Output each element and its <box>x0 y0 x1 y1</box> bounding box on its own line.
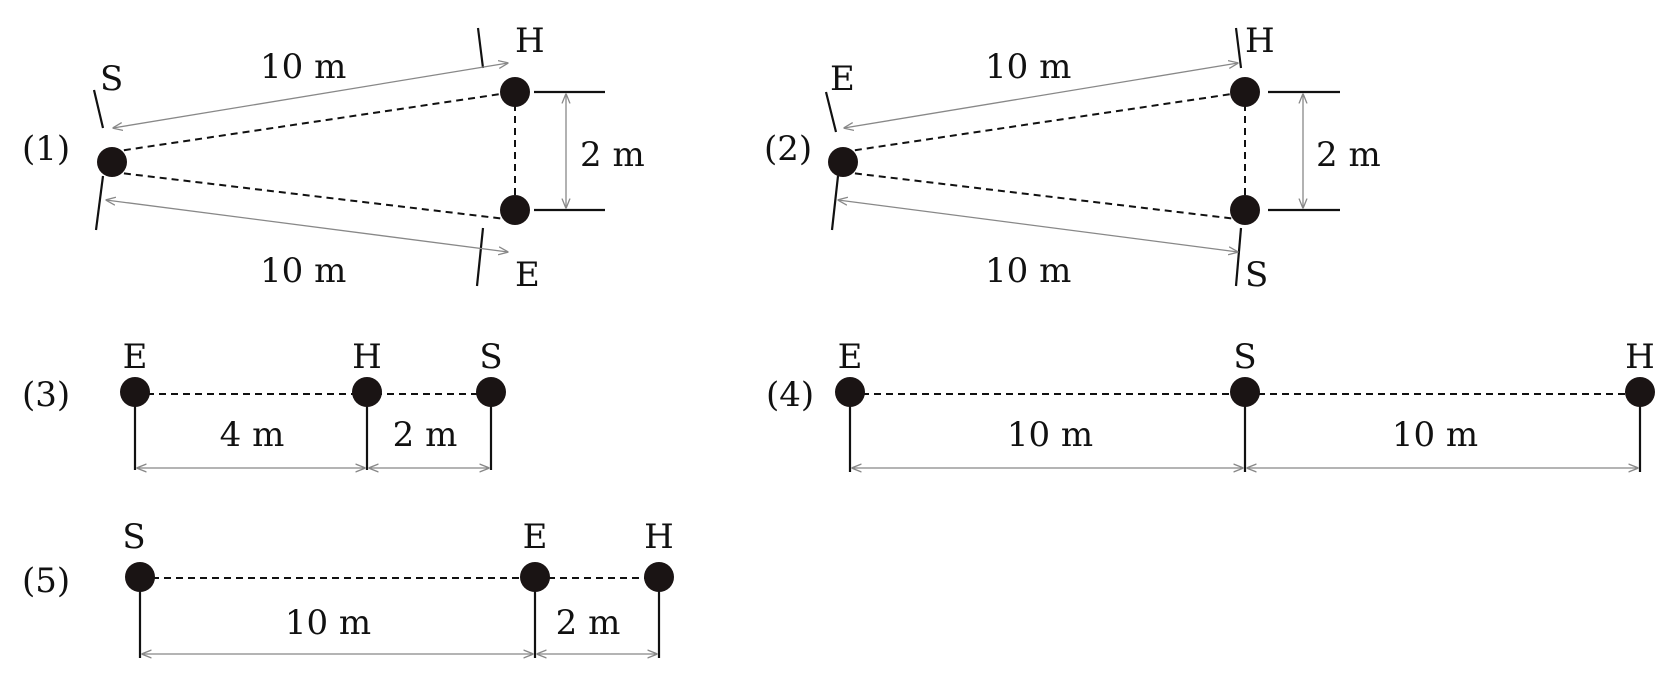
point-left <box>828 147 858 177</box>
dimension-label-2: 2 m <box>393 415 458 455</box>
dimension-label-lower: 10 m <box>985 251 1071 291</box>
figure-4: (4) E S H 10 m 10 m <box>766 337 1655 472</box>
figure-number: (1) <box>22 129 70 169</box>
point-bottom <box>1230 195 1260 225</box>
dashed-connector <box>111 171 515 221</box>
dimension-label-upper: 10 m <box>985 47 1071 87</box>
point-label-1: E <box>123 337 148 377</box>
tick-line <box>476 27 485 69</box>
dimension-label-upper: 10 m <box>260 47 346 87</box>
point-label-top: H <box>1245 21 1275 61</box>
point-3 <box>644 562 674 592</box>
point-2 <box>1230 377 1260 407</box>
dimension-arrow-upper <box>844 63 1238 128</box>
point-bottom <box>500 195 530 225</box>
figure-3: (3) E H S 4 m 2 m <box>22 337 506 470</box>
point-1 <box>835 377 865 407</box>
tick-line <box>92 89 105 129</box>
figure-number: (3) <box>22 375 70 415</box>
point-2 <box>352 377 382 407</box>
dimension-label-gap: 2 m <box>1316 135 1381 175</box>
point-top <box>1230 77 1260 107</box>
dimension-label-2: 2 m <box>556 603 621 643</box>
point-label-bottom: E <box>515 255 540 295</box>
figure-number: (4) <box>766 375 814 415</box>
dashed-connector <box>842 91 1246 153</box>
point-1 <box>125 562 155 592</box>
point-label-1: E <box>838 337 863 377</box>
point-left <box>97 147 127 177</box>
point-2 <box>520 562 550 592</box>
point-3 <box>476 377 506 407</box>
point-label-3: H <box>1625 337 1655 377</box>
point-top <box>500 77 530 107</box>
tick-line <box>830 175 840 231</box>
dimension-label-1: 10 m <box>1007 415 1093 455</box>
point-label-2: H <box>352 337 382 377</box>
dimension-arrow-upper <box>113 63 508 128</box>
point-label-3: H <box>644 517 674 557</box>
point-label-bottom: S <box>1245 255 1268 295</box>
dimension-label-1: 4 m <box>220 415 285 455</box>
dimension-arrow-lower <box>838 200 1238 252</box>
point-label-top: H <box>515 21 545 61</box>
point-label-1: S <box>122 517 145 557</box>
figure-number: (5) <box>22 561 70 601</box>
point-1 <box>120 377 150 407</box>
figure-number: (2) <box>764 129 812 169</box>
dashed-connector <box>842 171 1246 221</box>
point-label-left: E <box>830 59 855 99</box>
tick-line <box>824 91 838 133</box>
dimension-label-1: 10 m <box>285 603 371 643</box>
dimension-arrow-lower <box>106 200 508 252</box>
point-label-left: S <box>100 59 123 99</box>
tick-line <box>475 227 485 287</box>
point-label-2: E <box>523 517 548 557</box>
figure-2: (2) E H S 10 m 10 m 2 m <box>764 21 1381 295</box>
tick-line <box>94 175 105 231</box>
dimension-label-lower: 10 m <box>260 251 346 291</box>
dimension-label-gap: 2 m <box>580 135 645 175</box>
tick-line <box>1234 27 1243 69</box>
dashed-connector <box>111 91 515 153</box>
point-3 <box>1625 377 1655 407</box>
figure-1: (1) S H E 10 m 10 m 2 m <box>22 21 645 295</box>
dimension-label-2: 10 m <box>1392 415 1478 455</box>
tick-line <box>1234 227 1243 287</box>
point-label-2: S <box>1233 337 1256 377</box>
figure-5: (5) S E H 10 m 2 m <box>22 517 674 658</box>
point-label-3: S <box>479 337 502 377</box>
